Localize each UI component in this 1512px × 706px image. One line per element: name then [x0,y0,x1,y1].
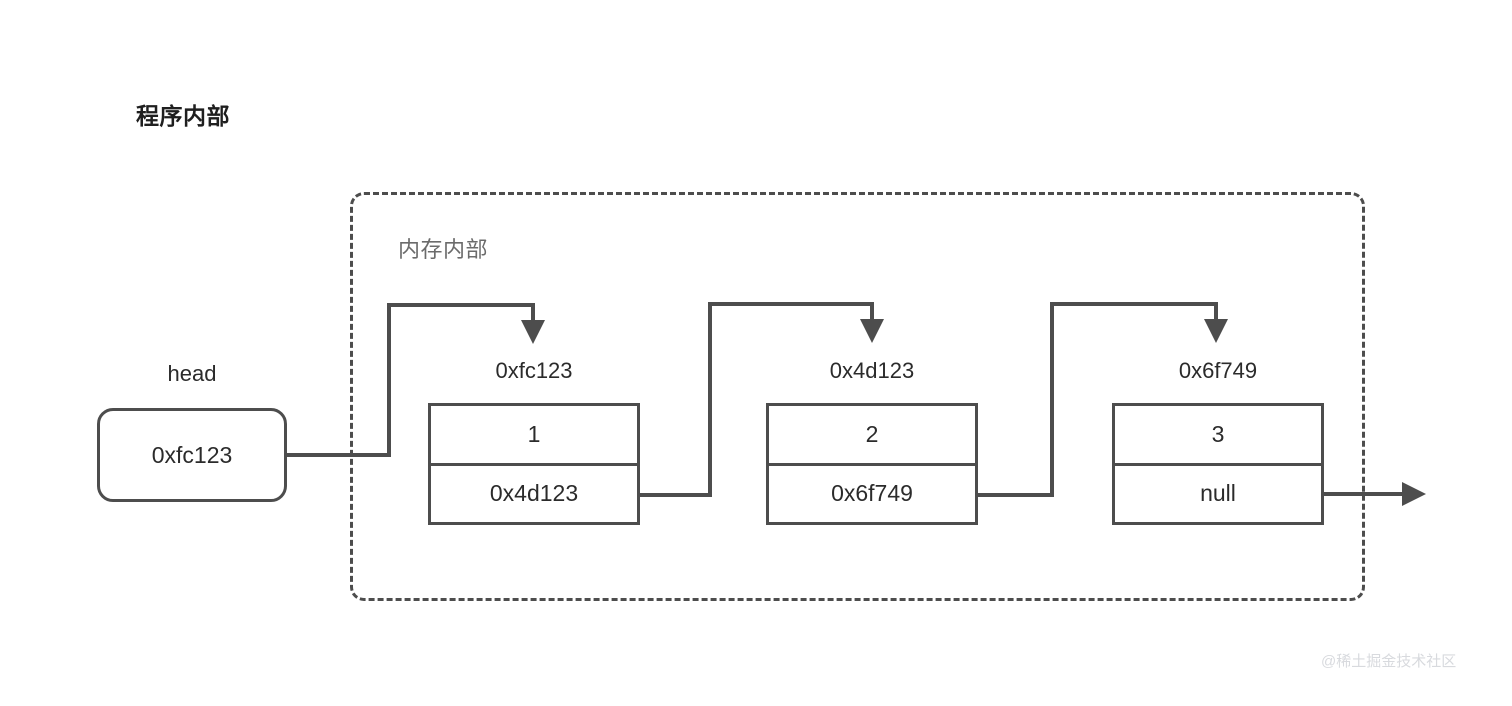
node-value-1: 1 [431,406,637,466]
node-value-3: 3 [1115,406,1321,466]
node-next-pointer-2: 0x6f749 [831,480,913,507]
head-pointer-value: 0xfc123 [151,441,233,468]
node-address-label-3: 0x6f749 [1178,358,1258,383]
head-pointer-label: head [167,361,217,386]
list-node-3: 3 null [1112,403,1324,525]
list-node-2: 2 0x6f749 [766,403,978,525]
memory-section-title: 内存内部 [398,237,489,262]
node-next-pointer-1: 0x4d123 [489,480,579,507]
head-pointer-box: 0xfc123 [97,408,287,502]
node-value-2: 2 [769,406,975,466]
node-address-label-1: 0xfc123 [495,358,573,383]
program-section-title: 程序内部 [136,103,230,129]
node-address-label-2: 0x4d123 [829,358,915,383]
memory-region-boundary [350,192,1365,601]
watermark: @稀土掘金技术社区 [1321,653,1457,670]
node-next-pointer-3: null [1200,480,1236,507]
list-node-1: 1 0x4d123 [428,403,640,525]
